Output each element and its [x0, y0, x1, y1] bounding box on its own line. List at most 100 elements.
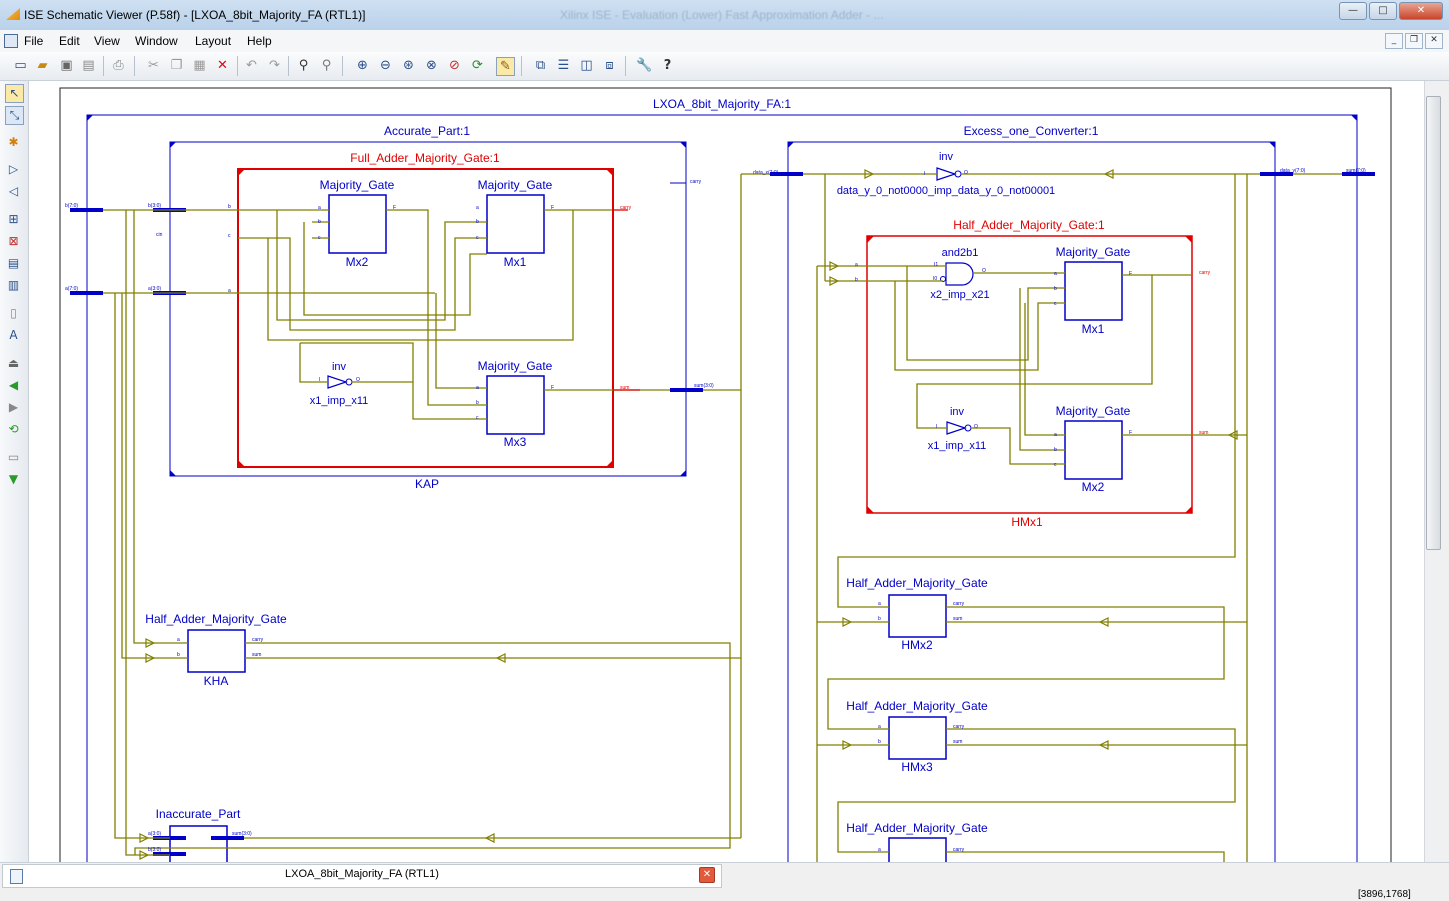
save-icon[interactable]: ▣ [60, 58, 73, 73]
half-adder-1-box [866, 235, 1193, 514]
vertical-scroll-thumb[interactable] [1426, 96, 1441, 550]
mdi-minimize-button[interactable]: _ [1385, 33, 1403, 49]
svg-text:O: O [982, 268, 986, 274]
menu-edit[interactable]: Edit [59, 34, 80, 48]
svg-text:c: c [476, 415, 479, 421]
svg-text:sum: sum [252, 652, 261, 658]
hide-icon[interactable]: ▯ [10, 306, 17, 320]
select-tool-icon[interactable]: ↖ [5, 84, 24, 103]
svg-text:a: a [878, 847, 881, 853]
excess-one-box [787, 141, 1276, 862]
instance-icon[interactable]: ▤ [7, 256, 20, 270]
pan-icon[interactable]: ✎ [496, 57, 515, 76]
a70-port [70, 291, 103, 295]
and2b1-label: and2b1 [942, 247, 979, 259]
menu-help[interactable]: Help [247, 34, 272, 48]
tile-cascade-icon[interactable]: ⧉ [535, 58, 546, 73]
maximize-button[interactable]: □ [1369, 2, 1397, 20]
up-icon[interactable]: ⏏ [7, 356, 20, 370]
svg-text:b: b [878, 616, 881, 622]
net-icon[interactable]: ▥ [7, 278, 20, 292]
undo-icon[interactable]: ↶ [246, 58, 257, 73]
zoom-area-icon[interactable]: ⊗ [426, 58, 437, 73]
new-icon[interactable]: ▭ [14, 58, 27, 73]
redo-icon[interactable]: ↷ [269, 58, 280, 73]
properties-icon[interactable]: 🔧 [636, 58, 653, 73]
kha-block [187, 629, 246, 673]
cut-icon[interactable]: ✂ [148, 58, 159, 73]
copy-icon[interactable]: ❐ [170, 58, 183, 73]
mx2-type-label: Majority_Gate [320, 178, 395, 192]
paste-icon[interactable]: ▦ [193, 58, 206, 73]
inaccurate-part-label: Inaccurate_Part [156, 807, 241, 821]
run-icon[interactable]: ▼ [8, 472, 19, 486]
mdi-restore-button[interactable]: ❐ [1405, 33, 1423, 49]
text-icon[interactable]: A [9, 328, 18, 342]
find-next-icon[interactable]: ⚲ [321, 58, 332, 73]
svg-text:sum(3:0): sum(3:0) [232, 831, 252, 837]
remove-icon[interactable]: ⊠ [8, 234, 19, 248]
zoom-in-icon[interactable]: ⊕ [357, 58, 368, 73]
menu-view[interactable]: View [94, 34, 120, 48]
menu-layout[interactable]: Layout [195, 34, 232, 48]
window-arrange-icon[interactable]: ⧈ [605, 58, 614, 73]
back-icon[interactable]: ◀ [8, 378, 19, 392]
zoom-out-icon[interactable]: ⊖ [380, 58, 391, 73]
svg-text:a: a [318, 205, 321, 211]
mx1-label: Mx1 [504, 255, 527, 269]
svg-text:Half_Adder_Majority_Gate: Half_Adder_Majority_Gate [145, 612, 287, 626]
svg-text:a: a [1054, 271, 1057, 277]
save-all-icon[interactable]: ▤ [82, 58, 95, 73]
svg-text:I0: I0 [933, 276, 937, 282]
open-icon[interactable]: ▰ [37, 58, 48, 73]
pop-out-icon[interactable]: ◁ [8, 184, 19, 198]
zoom-full-icon[interactable]: ⊛ [403, 58, 414, 73]
document-tab[interactable] [2, 864, 722, 888]
tab-close-icon[interactable]: ✕ [699, 867, 715, 883]
svg-text:a(3:0): a(3:0) [148, 831, 161, 837]
print-icon[interactable]: ⎙ [113, 58, 124, 73]
minimize-button[interactable]: — [1339, 2, 1367, 20]
svg-text:carry: carry [620, 205, 632, 211]
find-icon[interactable]: ⚲ [298, 58, 309, 73]
history-icon[interactable]: ⟲ [8, 422, 19, 436]
svg-text:O: O [356, 377, 360, 383]
push-into-icon[interactable]: ▷ [8, 162, 19, 176]
refresh-icon[interactable]: ⟳ [472, 58, 483, 73]
svg-text:a: a [177, 637, 180, 643]
svg-text:b: b [476, 219, 479, 225]
svg-text:a(7:0): a(7:0) [65, 286, 78, 292]
forward-icon[interactable]: ▶ [8, 400, 19, 414]
title-bar: ISE Schematic Viewer (P.58f) - [LXOA_8bi… [0, 0, 1449, 31]
svg-text:c: c [1054, 301, 1057, 307]
hmx1-mx2-block [1064, 420, 1123, 480]
menu-file[interactable]: File [24, 34, 44, 48]
accurate-part-box [169, 141, 687, 477]
mdi-close-button[interactable]: ✕ [1425, 33, 1443, 49]
bookmark-icon[interactable]: ▭ [7, 450, 20, 464]
close-button[interactable]: ✕ [1399, 2, 1443, 20]
delete-icon[interactable]: ✕ [217, 58, 228, 73]
inv-label-1: inv [332, 361, 347, 373]
schematic-canvas[interactable]: LXOA_8bit_Majority_FA:1 Accurate_Part:1 … [29, 81, 1424, 862]
svg-text:a: a [476, 385, 479, 391]
svg-text:carry: carry [953, 847, 965, 853]
zoom-select-icon[interactable]: ⊘ [449, 58, 460, 73]
mx1-block [486, 194, 545, 254]
svg-text:Half_Adder_Majority_Gate: Half_Adder_Majority_Gate [846, 576, 988, 590]
expand-icon[interactable]: ⊞ [8, 212, 19, 226]
tile-vertical-icon[interactable]: ◫ [580, 58, 593, 73]
half-adder-1-label: Half_Adder_Majority_Gate:1 [953, 218, 1105, 232]
svg-text:Half_Adder_Majority_Gate: Half_Adder_Majority_Gate [846, 699, 988, 713]
svg-text:I1: I1 [934, 262, 938, 268]
svg-text:F: F [1129, 271, 1132, 277]
hmx2-label: HMx2 [901, 638, 933, 652]
wire-tool-icon[interactable]: ⤡ [5, 106, 24, 125]
wires [103, 173, 1342, 862]
menu-window[interactable]: Window [135, 34, 178, 48]
add-symbol-icon[interactable]: ✱ [8, 135, 19, 149]
excess-one-label: Excess_one_Converter:1 [964, 124, 1099, 138]
full-adder-box [237, 168, 614, 468]
tile-horizontal-icon[interactable]: ☰ [557, 58, 570, 73]
help-icon[interactable]: ? [663, 58, 672, 73]
